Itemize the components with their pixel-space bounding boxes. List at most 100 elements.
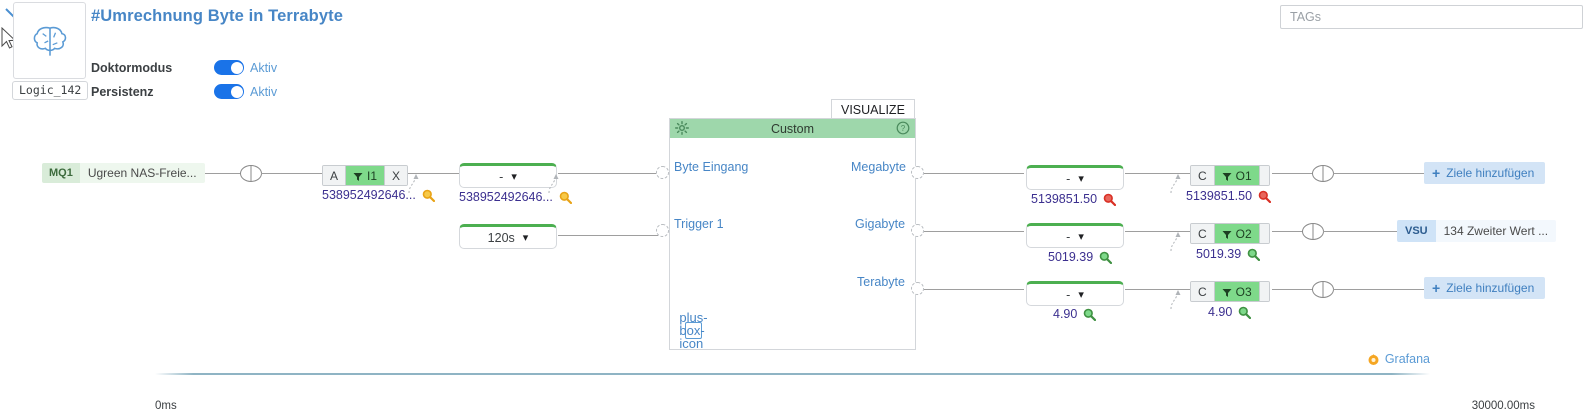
wire-out2-to-dropdown bbox=[924, 289, 1024, 290]
segment-o1-label: O1 bbox=[1235, 168, 1252, 183]
output-dropdown-1-readout-value: 5019.39 bbox=[1048, 250, 1094, 264]
fn-output-label-megabyte: Megabyte bbox=[851, 160, 906, 174]
output-0-seg-arrow-icon bbox=[1168, 172, 1184, 194]
segment-tail-0[interactable] bbox=[1259, 166, 1270, 185]
output-segmented-group-2[interactable]: C O3 bbox=[1190, 281, 1271, 302]
chevron-down-icon: ▾ bbox=[522, 232, 529, 244]
fn-input-label-byte-eingang: Byte Eingang bbox=[674, 160, 749, 174]
magnifier-icon[interactable] bbox=[1083, 308, 1097, 321]
fn-output-label-gigabyte: Gigabyte bbox=[855, 217, 906, 231]
funnel-icon bbox=[1222, 171, 1232, 181]
grafana-label: Grafana bbox=[1384, 352, 1430, 366]
wire-trigger-to-node bbox=[558, 235, 658, 236]
persistenz-toggle[interactable] bbox=[214, 84, 244, 99]
input-segmented-group[interactable]: A I1 X bbox=[322, 165, 409, 186]
source-chip-mq1[interactable]: MQ1 Ugreen NAS-Freie... bbox=[42, 163, 205, 183]
output-dropdown-2-value: - bbox=[1066, 287, 1071, 302]
segment-tail-1[interactable] bbox=[1259, 224, 1270, 243]
output-dropdown-1[interactable]: - ▾ bbox=[1026, 223, 1124, 248]
input-dropdown-readout-value: 538952492646... bbox=[459, 190, 553, 204]
help-circle-icon[interactable]: ? bbox=[896, 121, 910, 135]
magnifier-icon[interactable] bbox=[422, 189, 435, 202]
output-dropdown-0-value: - bbox=[1066, 171, 1071, 186]
visualize-tab[interactable]: VISUALIZE bbox=[831, 99, 915, 120]
readout-arrow-icon bbox=[406, 172, 422, 194]
input-dropdown-value: - bbox=[499, 169, 504, 184]
output-segmented-group-1[interactable]: C O2 bbox=[1190, 223, 1271, 244]
input-readout: 538952492646... bbox=[322, 188, 435, 202]
input-dropdown[interactable]: - ▾ bbox=[459, 163, 557, 188]
output-seg-2-readout-value: 4.90 bbox=[1208, 305, 1233, 319]
segment-c-0[interactable]: C bbox=[1191, 166, 1215, 185]
magnifier-icon[interactable] bbox=[1258, 190, 1272, 203]
page-title: #Umrechnung Byte in Terrabyte bbox=[91, 7, 343, 25]
magnifier-icon[interactable] bbox=[1099, 251, 1113, 264]
output-dropdown-0[interactable]: - ▾ bbox=[1026, 165, 1124, 190]
output-segmented-group-0[interactable]: C O1 bbox=[1190, 165, 1271, 186]
output-seg-1-readout-value: 5019.39 bbox=[1196, 247, 1242, 261]
segment-x[interactable]: X bbox=[385, 166, 408, 185]
output-seg-2-readout: 4.90 bbox=[1208, 305, 1252, 319]
output-seg-0-readout: 5139851.50 bbox=[1186, 189, 1272, 203]
fn-input-port-1[interactable] bbox=[656, 224, 669, 237]
add-target-label-2: Ziele hinzufügen bbox=[1446, 281, 1535, 295]
magnifier-icon[interactable] bbox=[1238, 306, 1252, 319]
magnifier-icon[interactable] bbox=[1103, 193, 1117, 206]
chevron-down-icon: ▾ bbox=[1078, 289, 1084, 301]
vsu-tag: VSU bbox=[1397, 220, 1436, 242]
doktormodus-toggle[interactable] bbox=[214, 60, 244, 75]
wire-junction-to-filter bbox=[261, 173, 323, 174]
wire-source-to-junction bbox=[188, 173, 243, 174]
fn-input-port-0[interactable] bbox=[656, 166, 669, 179]
wire-junction-to-target0 bbox=[1333, 173, 1425, 174]
add-target-button-2[interactable]: + Ziele hinzufügen bbox=[1424, 277, 1546, 299]
add-target-label-0: Ziele hinzufügen bbox=[1446, 166, 1535, 180]
custom-node-title: Custom bbox=[770, 121, 815, 136]
magnifier-icon[interactable] bbox=[1247, 248, 1261, 261]
fn-output-port-1[interactable] bbox=[911, 224, 924, 237]
segment-filter-o1[interactable]: O1 bbox=[1214, 166, 1260, 185]
logic-brain-card[interactable] bbox=[13, 2, 86, 79]
persistenz-label: Persistenz bbox=[91, 85, 154, 99]
add-port-button[interactable]: plus-box-icon bbox=[679, 310, 708, 351]
segment-c-1[interactable]: C bbox=[1191, 224, 1215, 243]
segment-c-2[interactable]: C bbox=[1191, 282, 1215, 301]
add-target-button-0[interactable]: + Ziele hinzufügen bbox=[1424, 162, 1546, 184]
timeline-bar[interactable] bbox=[155, 373, 1430, 375]
segment-o3-label: O3 bbox=[1235, 284, 1252, 299]
segment-tail-2[interactable] bbox=[1259, 282, 1270, 301]
vsu-name: 134 Zweiter Wert ... bbox=[1435, 220, 1557, 242]
wire-filter-to-dropdown bbox=[398, 173, 460, 174]
output-seg-0-readout-value: 5139851.50 bbox=[1186, 189, 1253, 203]
source-tag: MQ1 bbox=[42, 163, 80, 183]
output-dropdown-2[interactable]: - ▾ bbox=[1026, 281, 1124, 306]
gear-icon[interactable] bbox=[675, 121, 689, 135]
wire-out1-to-dropdown bbox=[924, 231, 1024, 232]
tags-input[interactable] bbox=[1280, 5, 1583, 29]
magnifier-icon[interactable] bbox=[559, 191, 572, 204]
vsu-target-chip[interactable]: VSU 134 Zweiter Wert ... bbox=[1397, 220, 1557, 242]
segment-filter-o3[interactable]: O3 bbox=[1214, 282, 1260, 301]
logic-id-chip[interactable]: Logic_142 bbox=[12, 81, 89, 100]
grafana-link[interactable]: Grafana bbox=[1367, 352, 1430, 366]
segment-filter-i1[interactable]: I1 bbox=[346, 166, 386, 185]
output-dropdown-0-readout-value: 5139851.50 bbox=[1031, 192, 1098, 206]
wire-seg0-to-junction bbox=[1272, 173, 1314, 174]
wire-dropdown0-to-seg bbox=[1125, 173, 1190, 174]
segment-filter-o2[interactable]: O2 bbox=[1214, 224, 1260, 243]
fn-output-port-2[interactable] bbox=[911, 282, 924, 295]
custom-node-header: Custom ? bbox=[670, 119, 915, 138]
wire-junction-to-target2 bbox=[1333, 289, 1425, 290]
brain-icon bbox=[33, 26, 66, 56]
wire-junction-to-target1 bbox=[1323, 231, 1397, 232]
segment-a[interactable]: A bbox=[323, 166, 347, 185]
wire-seg2-to-junction bbox=[1272, 289, 1314, 290]
fn-output-port-0[interactable] bbox=[911, 166, 924, 179]
chevron-down-icon: ▾ bbox=[1078, 173, 1084, 185]
trigger-interval-dropdown[interactable]: 120s ▾ bbox=[459, 224, 557, 249]
segment-i1-label: I1 bbox=[367, 168, 378, 183]
custom-function-node[interactable]: Custom ? plus-box-icon bbox=[669, 118, 916, 350]
doktormodus-state: Aktiv bbox=[250, 61, 278, 75]
output-2-seg-arrow-icon bbox=[1168, 288, 1184, 310]
output-dropdown-1-value: - bbox=[1066, 229, 1071, 244]
